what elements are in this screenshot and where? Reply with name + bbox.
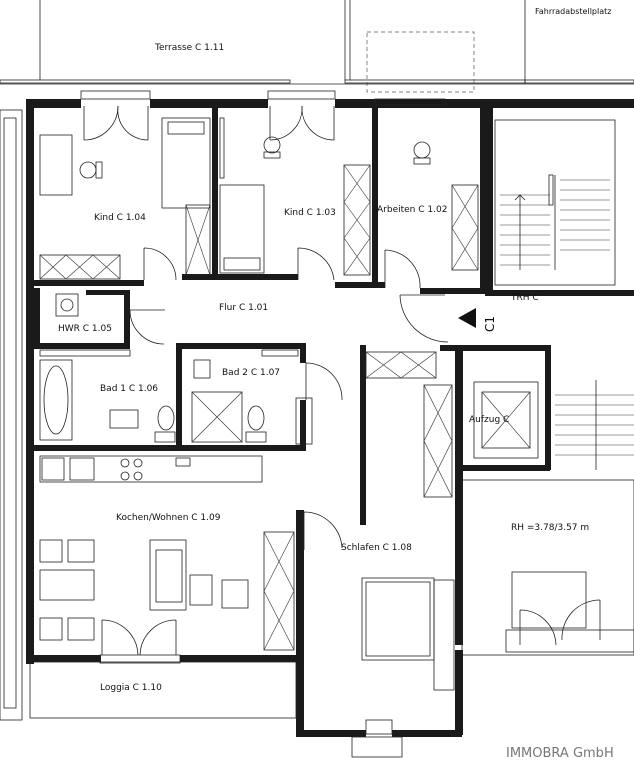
stairs-trh bbox=[494, 119, 616, 286]
label-schlafen: Schlafen C 1.08 bbox=[341, 543, 412, 553]
elevator-shaft bbox=[461, 380, 634, 656]
label-loggia: Loggia C 1.10 bbox=[100, 683, 162, 693]
label-terrasse: Terrasse C 1.11 bbox=[154, 43, 224, 53]
furniture-bathrooms bbox=[39, 293, 313, 445]
label-arbeiten: Arbeiten C 1.02 bbox=[377, 205, 447, 215]
top-windows bbox=[80, 90, 446, 106]
interior-walls bbox=[34, 108, 634, 655]
label-flur: Flur C 1.01 bbox=[219, 303, 268, 313]
label-bad1: Bad 1 C 1.06 bbox=[100, 384, 158, 394]
exterior-walls bbox=[26, 99, 634, 737]
watermark: IMMOBRA GmbH bbox=[506, 746, 614, 761]
label-rh: RH =3.78/3.57 m bbox=[511, 523, 589, 533]
label-bad2: Bad 2 C 1.07 bbox=[222, 368, 280, 378]
label-hwr: HWR C 1.05 bbox=[58, 324, 112, 334]
loggia-area bbox=[29, 654, 403, 758]
furniture-arbeiten bbox=[413, 141, 479, 271]
left-balcony-strip bbox=[0, 109, 23, 721]
label-kind-104: Kind C 1.04 bbox=[94, 213, 146, 223]
doors bbox=[83, 105, 601, 656]
furniture-kind-104 bbox=[39, 117, 211, 280]
terrace-area bbox=[0, 0, 634, 93]
furniture-kitchen bbox=[39, 455, 263, 483]
label-section-marker: C1 bbox=[483, 316, 497, 332]
furniture-bedroom bbox=[361, 351, 455, 691]
label-trh: TRH C bbox=[510, 293, 539, 303]
label-fahrrad: Fahrradabstellplatz bbox=[535, 7, 611, 16]
label-aufzug: Aufzug C bbox=[469, 415, 509, 425]
section-marker bbox=[458, 308, 476, 328]
label-kind-103: Kind C 1.03 bbox=[284, 208, 336, 218]
furniture-kind-103 bbox=[219, 117, 371, 276]
label-kochen: Kochen/Wohnen C 1.09 bbox=[116, 513, 221, 523]
furniture-living bbox=[39, 531, 295, 651]
